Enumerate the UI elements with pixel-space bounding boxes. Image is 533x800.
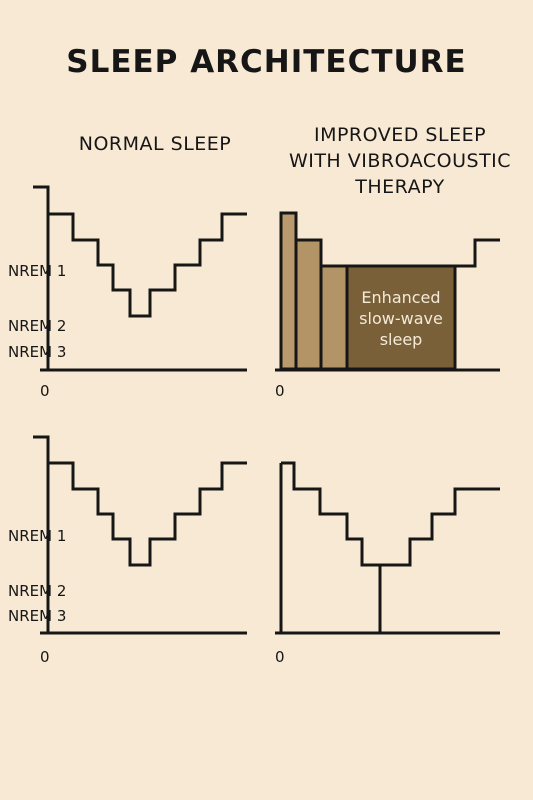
sleep-block-3 (319, 264, 349, 371)
annotation-line-1: Enhanced (361, 288, 440, 307)
hypnogram-improved-top: Enhanced slow-wave sleep 0 (275, 211, 500, 400)
hypnogram-line (33, 435, 247, 567)
sleep-block-2 (294, 238, 323, 371)
stage-label-nrem2: NREM 2 (8, 582, 66, 600)
page-title: SLEEP ARCHITECTURE (66, 44, 467, 80)
stage-label-nrem1: NREM 1 (8, 262, 66, 280)
hypnogram-line (281, 461, 500, 567)
axis-zero-label: 0 (275, 382, 285, 400)
improved-heading-line-1: IMPROVED SLEEP (313, 124, 487, 146)
annotation-line-2: slow-wave (359, 309, 443, 328)
hypnogram-line (455, 238, 500, 268)
sleep-block-1 (279, 211, 298, 371)
axis-zero-label: 0 (40, 648, 50, 666)
hypnogram-normal-top: NREM 1 NREM 2 NREM 3 0 (8, 185, 247, 400)
axis-zero-label: 0 (40, 382, 50, 400)
stage-label-nrem3: NREM 3 (8, 607, 66, 625)
improved-heading-line-2: WITH VIBROACOUSTIC (288, 150, 512, 172)
enhanced-slow-wave-block (345, 264, 457, 371)
hypnogram-line (33, 185, 247, 318)
improved-sleep-heading: IMPROVED SLEEP WITH VIBROACOUSTIC THERAP… (265, 122, 533, 200)
hypnogram-improved-bottom: 0 (275, 461, 500, 666)
normal-sleep-heading: NORMAL SLEEP (78, 133, 232, 155)
stage-label-nrem2: NREM 2 (8, 317, 66, 335)
stage-label-nrem1: NREM 1 (8, 527, 66, 545)
hypnogram-normal-bottom: NREM 1 NREM 2 NREM 3 0 (8, 435, 247, 666)
annotation-line-3: sleep (380, 330, 423, 349)
stage-label-nrem3: NREM 3 (8, 343, 66, 361)
axis-zero-label: 0 (275, 648, 285, 666)
improved-heading-line-3: THERAPY (355, 176, 445, 198)
